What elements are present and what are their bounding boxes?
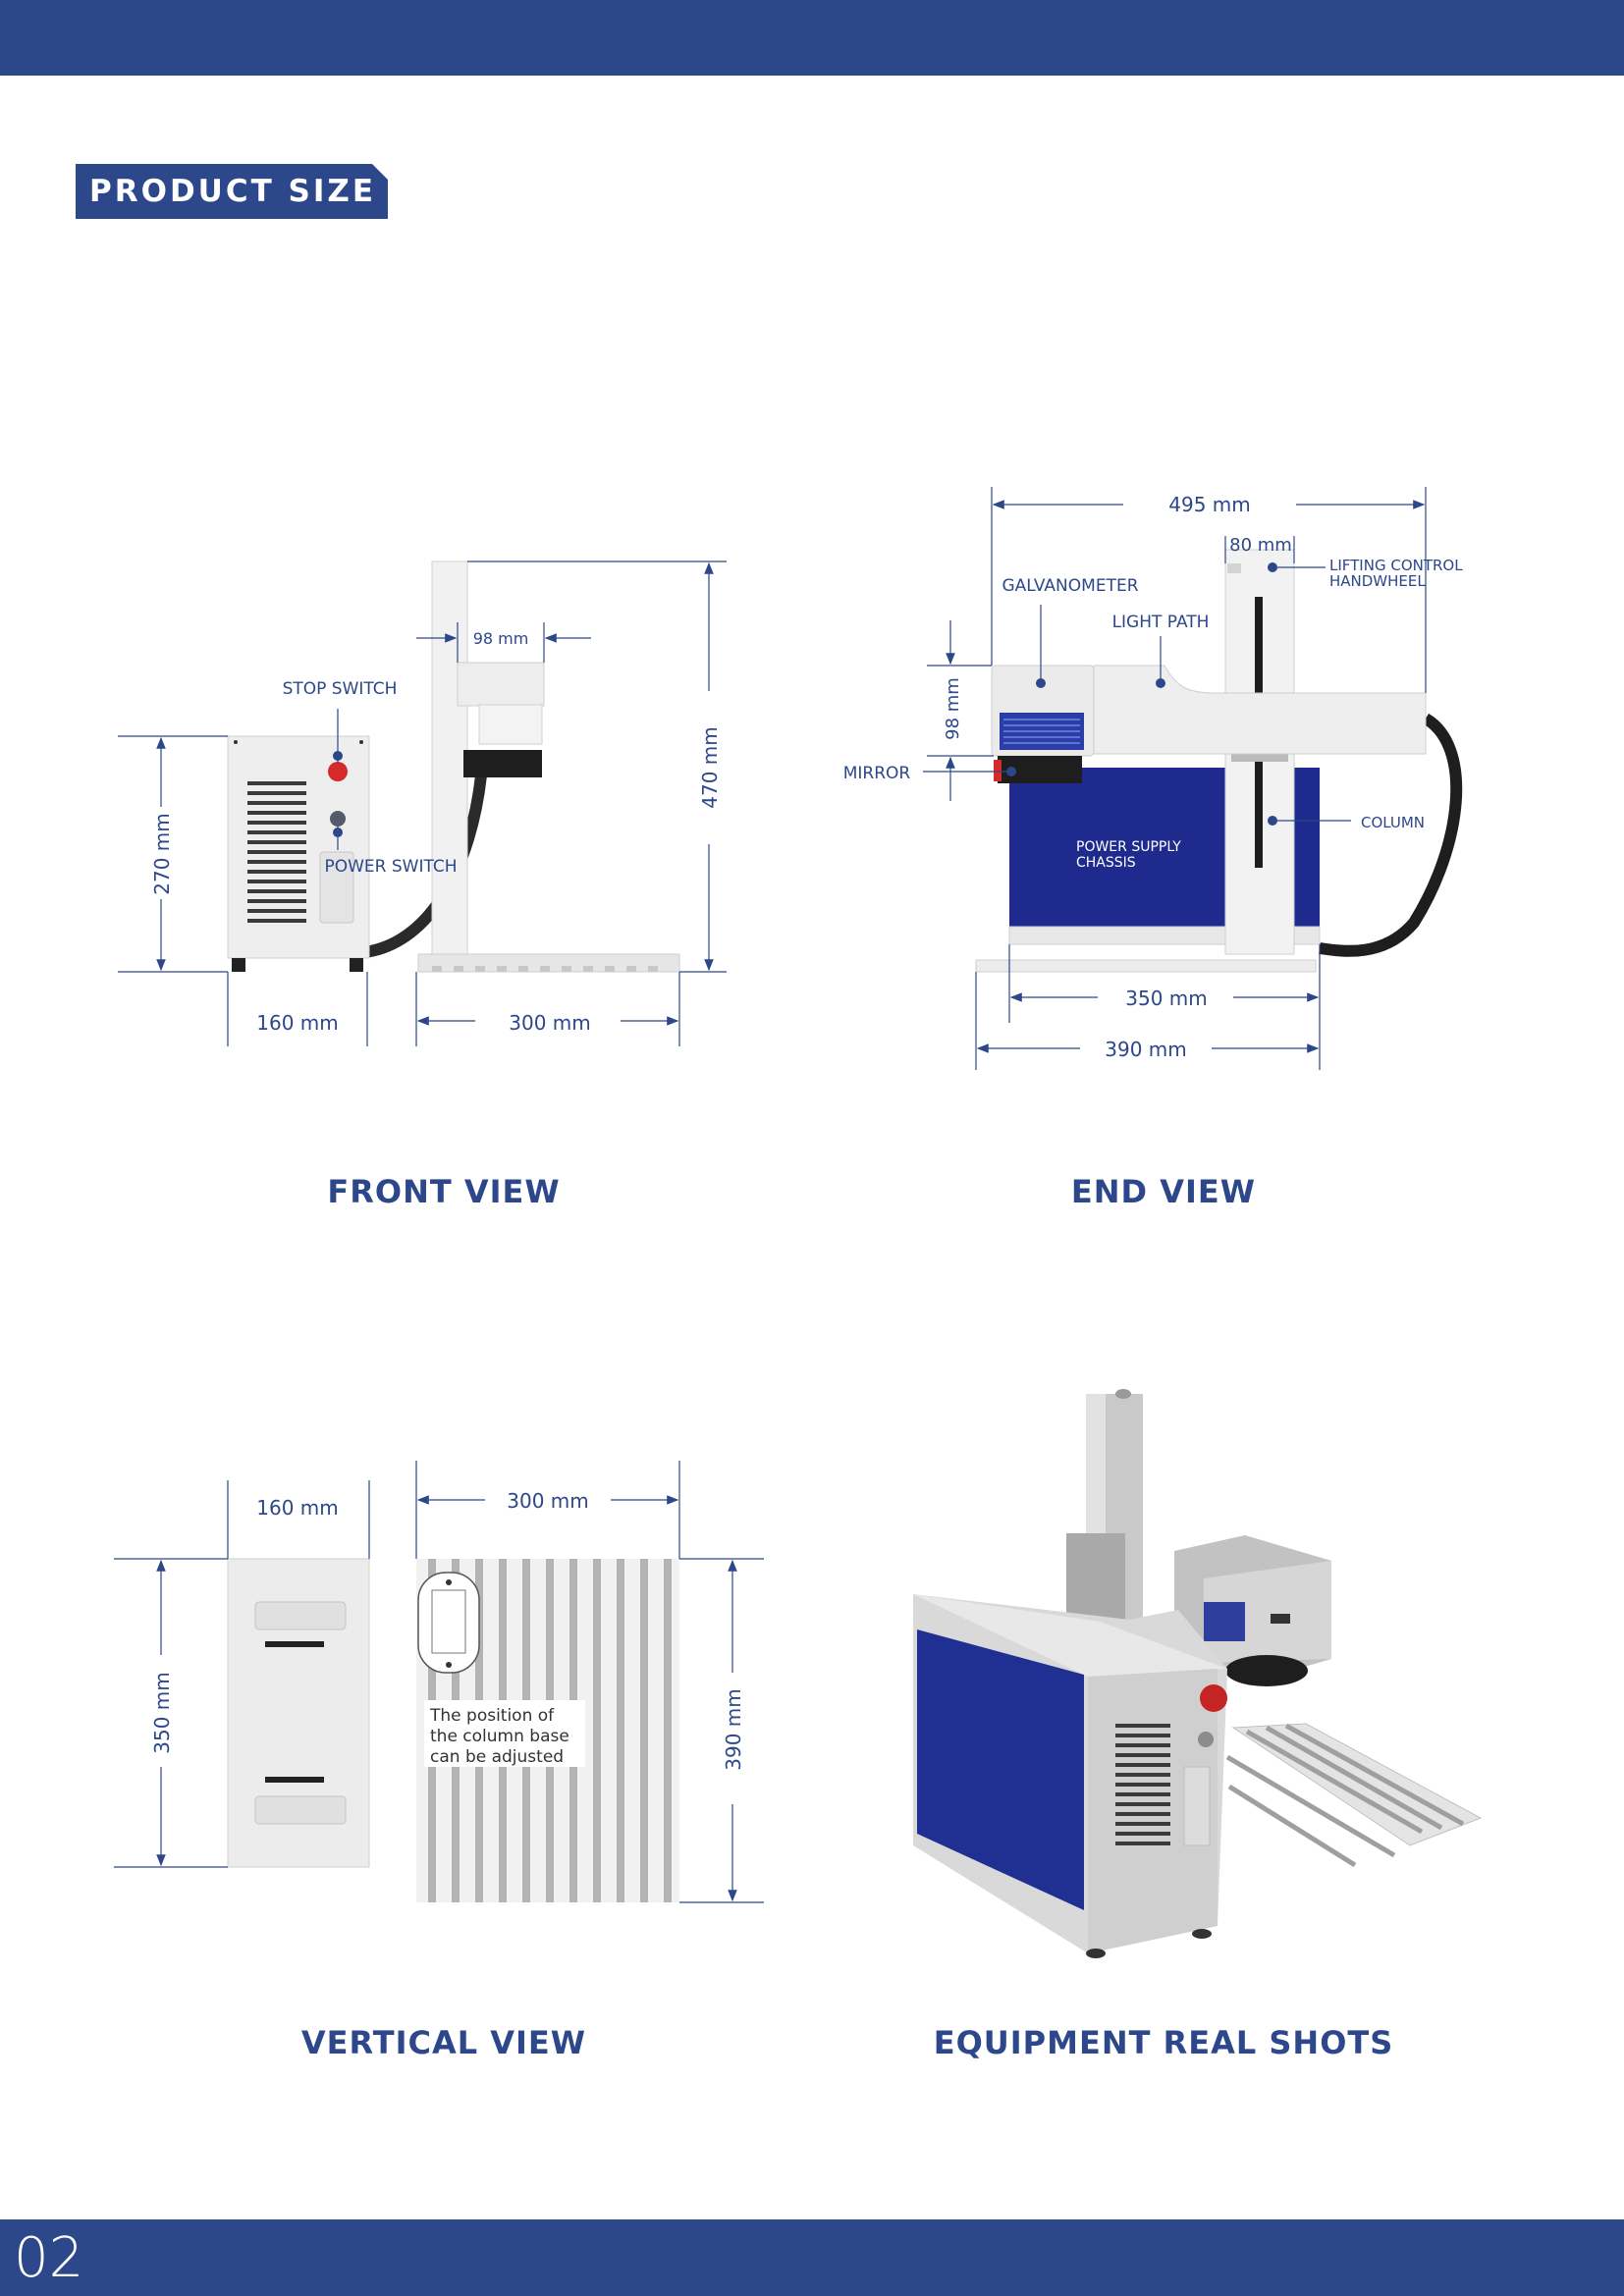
- lifting-control-label-1: LIFTING CONTROL: [1329, 557, 1463, 574]
- front-dim-470: 470 mm: [698, 726, 722, 809]
- front-dim-160: 160 mm: [256, 1011, 339, 1035]
- vertical-view-caption: VERTICAL VIEW: [300, 2024, 587, 2061]
- front-dim-300: 300 mm: [509, 1011, 591, 1035]
- equipment-photo: [913, 1389, 1483, 1958]
- mirror-label: MIRROR: [843, 764, 911, 783]
- front-view-caption: FRONT VIEW: [327, 1173, 561, 1210]
- stop-switch-label: STOP SWITCH: [283, 679, 398, 699]
- power-supply-label-1: POWER SUPPLY: [1076, 839, 1181, 855]
- end-dim-98: 98 mm: [943, 677, 963, 740]
- end-dim-495: 495 mm: [1168, 493, 1251, 516]
- end-dim-80: 80 mm: [1229, 535, 1292, 556]
- bottom-banner: 02: [0, 2219, 1624, 2296]
- power-switch-label: POWER SWITCH: [324, 857, 457, 877]
- galvanometer-label: GALVANOMETER: [1001, 576, 1138, 596]
- column-label: COLUMN: [1361, 814, 1425, 831]
- base-note-line-2: the column base: [430, 1727, 569, 1746]
- vertical-dim-300: 300 mm: [507, 1489, 589, 1513]
- base-note-line-3: can be adjusted: [430, 1747, 564, 1767]
- base-note-line-1: The position of: [429, 1706, 555, 1726]
- front-dim-270: 270 mm: [150, 813, 174, 895]
- end-view-diagram: POWER SUPPLY CHASSIS 495 mm 80 m: [843, 487, 1463, 1070]
- end-dim-350: 350 mm: [1125, 987, 1208, 1010]
- front-dim-98: 98 mm: [473, 629, 529, 648]
- front-view-diagram: STOP SWITCH POWER SWITCH 270 mm 160 mm 3…: [118, 561, 727, 1046]
- power-supply-label-2: CHASSIS: [1076, 855, 1136, 871]
- section-title-tag: PRODUCT SIZE: [76, 164, 388, 219]
- lifting-control-label-2: HANDWHEEL: [1329, 572, 1426, 590]
- vertical-view-diagram: The position of the column base can be a…: [114, 1461, 764, 1903]
- end-dim-390: 390 mm: [1105, 1038, 1187, 1061]
- section-title: PRODUCT SIZE: [89, 174, 377, 209]
- top-banner: [0, 0, 1624, 76]
- light-path-label: LIGHT PATH: [1112, 613, 1210, 632]
- page-number: 02: [14, 2226, 84, 2290]
- vertical-dim-350: 350 mm: [150, 1672, 174, 1754]
- real-shots-caption: EQUIPMENT REAL SHOTS: [933, 2024, 1394, 2061]
- vertical-dim-390: 390 mm: [722, 1688, 745, 1771]
- vertical-dim-160: 160 mm: [256, 1496, 339, 1520]
- end-view-caption: END VIEW: [1070, 1173, 1257, 1210]
